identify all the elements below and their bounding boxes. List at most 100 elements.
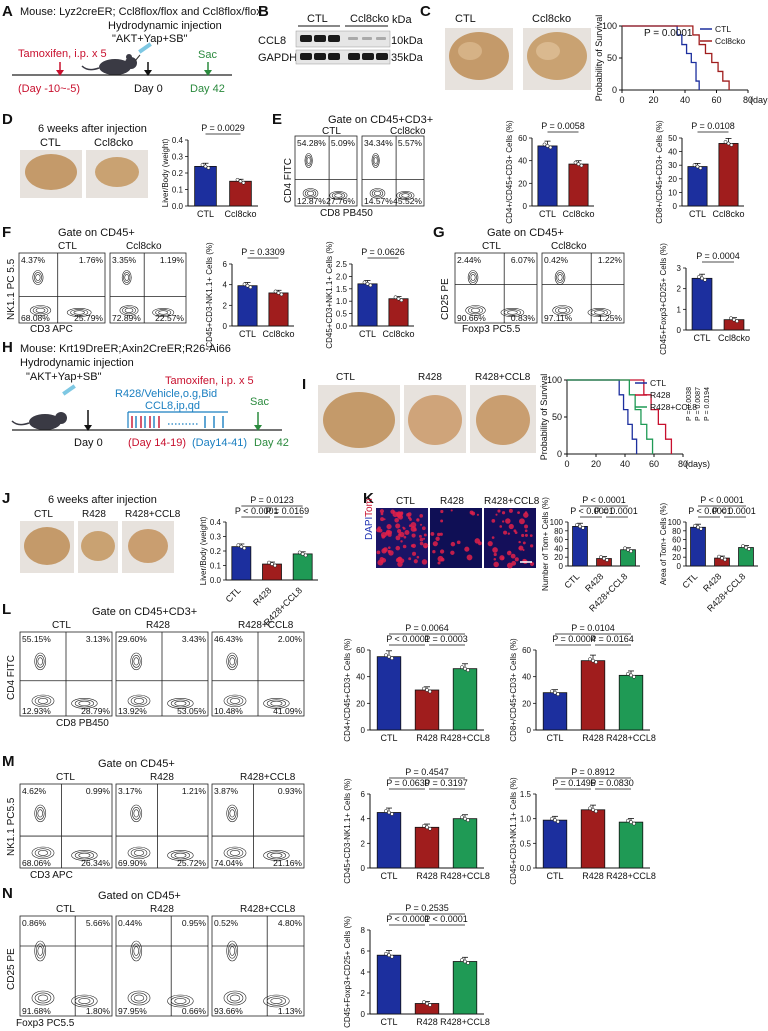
category-label: R428 xyxy=(582,733,604,743)
tom-positive-cell xyxy=(380,512,384,516)
contour-line xyxy=(369,188,386,199)
data-point xyxy=(747,547,751,551)
quadrant-value: 1.76% xyxy=(79,255,104,265)
p-value: P = 0.8912 xyxy=(571,767,615,777)
contour-line xyxy=(35,655,45,668)
y-axis-label: Area of Tom+ Cells (%) xyxy=(659,503,668,586)
y-axis-label: Probability of Survival xyxy=(539,374,549,461)
y-tick-label: 50 xyxy=(552,412,562,422)
tom-positive-cell xyxy=(440,557,445,562)
tom-positive-cell xyxy=(395,535,401,541)
tom-positive-cell xyxy=(437,532,441,537)
flow-plot-frame xyxy=(115,783,209,869)
y-tick-label: 0 xyxy=(527,726,532,735)
y-tick-label: 20 xyxy=(522,699,531,708)
panel-a-tamoxifen: Tamoxifen, i.p. x 5 xyxy=(18,48,107,60)
contour-line xyxy=(152,307,175,317)
panel-letter-i: I xyxy=(302,376,306,393)
category-label: CTL xyxy=(680,571,699,590)
panel-b-western: CTL Ccl8cko kDa CCL8 GAPDH 10kDa 35kDa xyxy=(258,13,424,65)
contour-line xyxy=(470,274,476,281)
tom-positive-cell xyxy=(416,555,420,559)
contour-line xyxy=(302,188,319,199)
panel-h-d2: (Day14-41) xyxy=(192,437,247,449)
y-tick-label: 0 xyxy=(557,449,562,459)
bar xyxy=(194,165,217,207)
contour-line xyxy=(587,307,612,317)
y-axis-label: CD8+/CD45+CD3+ Cells (%) xyxy=(509,638,518,742)
p-value: P < 0.0001 xyxy=(386,634,430,644)
panel-h-tamoxifen: Tamoxifen, i.p. x 5 xyxy=(165,375,254,387)
y-axis-label: CD4+/CD45+CD3+ Cells (%) xyxy=(343,638,352,742)
panel-letters: A B C D E F G H I J K L M N xyxy=(2,3,445,902)
quadrant-value: 12.93% xyxy=(22,706,51,716)
category-label: CTL xyxy=(539,209,556,219)
contour-line xyxy=(226,940,239,962)
data-point xyxy=(626,671,630,676)
contour-line xyxy=(34,848,52,858)
panel-h-sac: Sac xyxy=(250,396,269,408)
y-tick-label: 2.0 xyxy=(336,272,348,281)
contour-line xyxy=(263,698,290,709)
tom-positive-cell xyxy=(502,520,505,523)
data-point xyxy=(368,283,373,288)
tom-positive-cell xyxy=(518,540,521,544)
y-tick-label: 0.0 xyxy=(336,322,348,331)
panel-letter-b: B xyxy=(258,3,269,20)
contour-line xyxy=(174,998,187,1004)
bar xyxy=(292,553,313,581)
tom-positive-cell xyxy=(521,533,525,538)
tom-positive-cell xyxy=(380,517,385,522)
quadrant-value: 2.44% xyxy=(457,255,482,265)
p-value: P = 0.0108 xyxy=(691,121,735,131)
contour-line xyxy=(552,305,573,316)
quadrant-value: 3.13% xyxy=(86,634,111,644)
quadrant-value: 68.06% xyxy=(22,858,51,868)
p-value: P < 0.0001 xyxy=(712,506,756,516)
data-point xyxy=(300,552,305,556)
bar xyxy=(376,656,402,731)
panel-g: Gate on CD45+ CTL Ccl8cko CD25 PE Foxp3 … xyxy=(440,227,625,335)
data-point xyxy=(200,163,205,167)
data-point xyxy=(384,951,388,956)
bar xyxy=(414,689,440,731)
contour-line xyxy=(35,943,45,959)
data-point xyxy=(594,660,598,665)
tom-positive-cell xyxy=(440,509,444,514)
contour-line xyxy=(35,274,41,281)
data-point xyxy=(206,166,211,170)
tom-positive-cell xyxy=(499,525,503,528)
bar xyxy=(262,563,282,581)
tom-positive-cell xyxy=(432,550,436,554)
y-tick-label: 0.1 xyxy=(172,186,184,195)
contour-line xyxy=(270,998,283,1004)
tom-positive-cell xyxy=(396,511,403,518)
data-point xyxy=(599,555,603,559)
legend-label: CTL xyxy=(650,378,666,388)
y-tick-label: 0.4 xyxy=(210,518,222,527)
panel-letter-c: C xyxy=(420,3,431,20)
y-tick-label: 0.2 xyxy=(210,547,222,556)
x-tick-label: 80 xyxy=(743,95,753,105)
y-tick-label: 0 xyxy=(223,322,228,331)
y-tick-label: 4 xyxy=(361,815,366,824)
data-point xyxy=(460,958,464,962)
category-label: CTL xyxy=(239,329,256,339)
tom-positive-cell xyxy=(395,545,401,551)
quadrant-value: 54.28% xyxy=(297,138,326,148)
y-tick-label: 2 xyxy=(223,301,228,310)
y-axis-label: CD45+CD3+NK1.1+ Cells (%) xyxy=(509,777,518,885)
category-label: Ccl8cko xyxy=(712,209,744,219)
liver-shape xyxy=(24,527,70,565)
contour-line xyxy=(121,270,132,285)
tom-positive-cell xyxy=(416,518,420,522)
y-tick-label: 100 xyxy=(547,375,562,385)
p-value: P = 0.0639 xyxy=(386,778,430,788)
bar xyxy=(738,547,754,567)
tom-positive-cell xyxy=(403,535,407,539)
y-tick-label: 4 xyxy=(223,281,228,290)
data-point xyxy=(629,820,633,824)
